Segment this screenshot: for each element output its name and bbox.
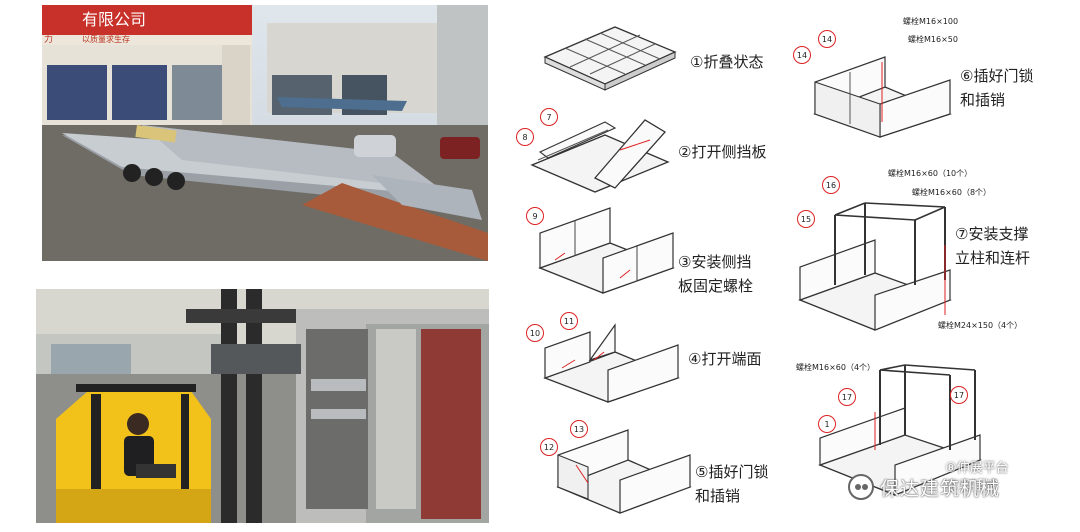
callout-bolt-m16x60-8: 螺栓M16×60（8个） — [912, 188, 992, 197]
callout-bolt-m16x100: 螺栓M16×100 — [903, 17, 959, 26]
step-label-8: ⑧伸展平台 锁紧插销 — [945, 460, 1009, 496]
sign-company: 有限公司 — [82, 10, 146, 29]
step-5-text-line1: ⑤插好门锁 — [695, 463, 769, 481]
step-label-5: ⑤插好门锁 和插销 — [695, 460, 768, 508]
part-number-14a: 14 — [793, 46, 811, 64]
step-label-3: ③安装侧挡 板固定螺栓 — [678, 250, 753, 298]
part-number-13: 13 — [570, 420, 588, 438]
sign-slogan: 以质量求生存 — [82, 34, 130, 44]
diagram-step-2 — [520, 110, 675, 195]
sign-left: 力 — [44, 33, 53, 45]
part-number-16: 16 — [822, 176, 840, 194]
part-number-8: 8 — [516, 128, 534, 146]
part-number-17b: 17 — [950, 386, 968, 404]
step-2-text: ②打开侧挡板 — [678, 143, 767, 161]
watermark-text: 保达建筑机械 — [880, 477, 1001, 500]
door-lock-pins-drawing — [813, 56, 952, 138]
step-5-text-line2: 和插销 — [695, 487, 741, 505]
part-number-9: 9 — [526, 207, 544, 225]
part-number-11: 11 — [560, 312, 578, 330]
diagram-step-1 — [535, 12, 685, 92]
step-4-text: ④打开端面 — [688, 350, 762, 368]
part-number-17a: 17 — [838, 388, 856, 406]
step-label-2: ②打开侧挡板 — [678, 140, 766, 164]
photo-truck-loading: 有限公司 以质量求生存 力 — [42, 5, 488, 261]
step-1-text: ①折叠状态 — [690, 53, 764, 71]
step-3-text-line2: 板固定螺栓 — [678, 277, 754, 295]
step-8-text-line1: ⑧伸展平台 — [945, 461, 1009, 476]
step-label-6: ⑥插好门锁 和插销 — [960, 64, 1033, 112]
open-side-panel-drawing — [530, 119, 670, 193]
photo-forklift-container — [36, 289, 489, 523]
part-number-15: 15 — [797, 210, 815, 228]
support-columns-drawing — [798, 202, 952, 331]
step-3-text-line1: ③安装侧挡 — [678, 253, 752, 271]
step-label-4: ④打开端面 — [688, 347, 761, 371]
diagram-step-3 — [525, 207, 680, 298]
step-8-text-line2: 锁紧插销 — [945, 479, 998, 494]
part-number-7: 7 — [540, 108, 558, 126]
diagram-step-6 — [810, 42, 955, 138]
callout-bolt-m16x60-4: 螺栓M16×60（4个） — [796, 363, 876, 372]
diagram-step-5 — [548, 425, 698, 515]
callout-bolt-m24x150-4: 螺栓M24×150（4个） — [938, 321, 1023, 330]
callout-bolt-m16x50: 螺栓M16×50 — [908, 35, 958, 44]
part-number-10: 10 — [526, 324, 544, 342]
step-label-1: ①折叠状态 — [690, 50, 763, 74]
part-number-1: 1 — [818, 415, 836, 433]
step-7-text-line1: ⑦安装支撑 — [955, 225, 1029, 243]
insert-door-lock-drawing — [556, 429, 692, 514]
callout-bolt-m16x60-10: 螺栓M16×60（10个） — [888, 169, 973, 178]
watermark: 保达建筑机械 — [848, 470, 1000, 504]
step-6-text-line2: 和插销 — [960, 91, 1006, 109]
step-6-text-line1: ⑥插好门锁 — [960, 67, 1034, 85]
install-side-bolts-drawing — [538, 207, 675, 294]
part-number-14b: 14 — [818, 30, 836, 48]
open-end-face-drawing — [543, 323, 680, 403]
step-label-7: ⑦安装支撑 立柱和连杆 — [955, 222, 1030, 270]
diagram-step-7 — [795, 185, 955, 335]
part-number-12: 12 — [540, 438, 558, 456]
step-7-text-line2: 立柱和连杆 — [955, 249, 1031, 267]
folded-platform-drawing — [543, 26, 677, 91]
wechat-icon — [848, 474, 874, 500]
diagram-step-4 — [530, 320, 685, 405]
